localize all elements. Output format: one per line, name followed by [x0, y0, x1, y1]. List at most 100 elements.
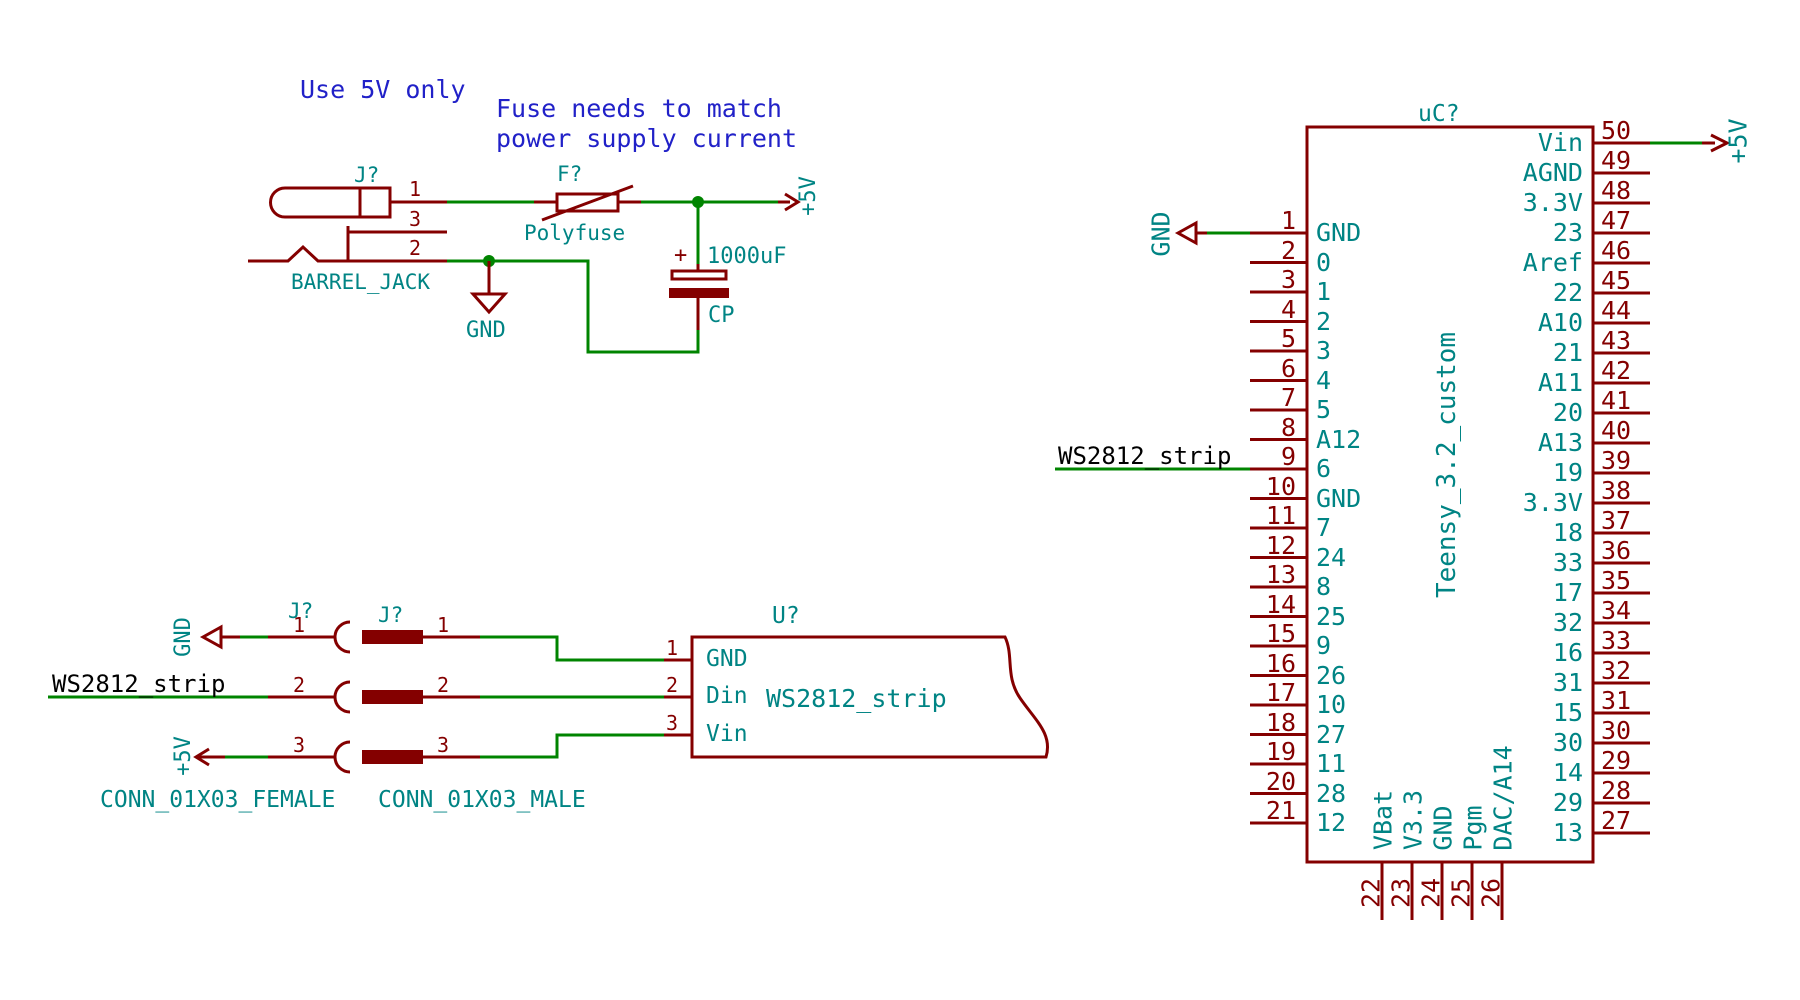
uc-pin-number: 40 [1601, 416, 1632, 445]
p5v-arrow-connector[interactable] [193, 747, 225, 767]
p5v-label-connector[interactable]: +5V [171, 736, 196, 776]
power-wires[interactable] [447, 200, 778, 354]
uc-pin-number: 2 [1280, 235, 1296, 265]
uc-pin-number: 48 [1601, 176, 1632, 205]
uc-pin-number: 12 [1265, 530, 1296, 560]
uc-pin-name: 30 [1552, 728, 1583, 757]
uc-pin-number: 17 [1265, 678, 1296, 707]
uc-pin-name: 21 [1552, 338, 1583, 367]
barrel-jack-symbol[interactable] [248, 186, 447, 263]
female-connector-symbol[interactable] [268, 620, 351, 774]
uc-pin-name: 3 [1316, 336, 1332, 365]
teensy-symbol[interactable] [1055, 125, 1731, 920]
jack-value: BARREL_JACK [291, 270, 431, 294]
gnd-label-connector[interactable]: GND [171, 617, 196, 657]
uc-pin-name: A12 [1316, 424, 1362, 454]
uc-pin-number: 11 [1265, 501, 1296, 530]
uc-pin-number: 35 [1601, 566, 1632, 595]
strip-pin-number: 3 [666, 711, 679, 735]
uc-pin-name: 10 [1316, 690, 1347, 719]
uc-pin-name: 7 [1316, 513, 1332, 542]
female-ref: J? [288, 599, 314, 623]
uc-pin-number: 10 [1265, 471, 1296, 501]
wire[interactable] [447, 259, 700, 354]
uc-pin-number: 14 [1265, 589, 1296, 619]
uc-pin-name: DAC/A14 [1488, 744, 1518, 851]
uc-pin-name: 5 [1316, 395, 1332, 424]
uc-pin-number: 16 [1265, 648, 1296, 678]
p5v-label-top[interactable]: +5V [796, 176, 821, 216]
polyfuse-symbol[interactable] [534, 184, 641, 222]
uc-pin-name: 26 [1316, 660, 1347, 690]
cap-plus-sign: + [674, 243, 688, 268]
uc-pin-name: A10 [1537, 308, 1583, 337]
net-label-ws2812-right[interactable]: WS2812_strip [1058, 442, 1232, 470]
male-pin-number: 1 [437, 613, 450, 637]
fuse-slash [541, 184, 634, 222]
jack-pin-number: 2 [409, 236, 422, 260]
note-use-5v[interactable]: Use 5V only [300, 75, 466, 104]
uc-pin-name: 29 [1552, 788, 1583, 817]
uc-pin-name: AGND [1522, 158, 1583, 187]
uc-pin-number: 46 [1601, 236, 1632, 265]
teensy-wires[interactable] [1055, 141, 1702, 471]
uc-pin-name: 3.3V [1522, 488, 1583, 517]
uc-pin-name: 24 [1316, 542, 1347, 572]
gnd-symbol-power[interactable] [469, 261, 509, 315]
jack-ref: J? [354, 163, 380, 187]
teensy-ref: uC? [1418, 101, 1460, 127]
p5v-symbol-top[interactable] [778, 192, 801, 212]
uc-pin-number: 29 [1601, 746, 1632, 775]
jack-body [269, 186, 392, 219]
uc-pin-number: 6 [1280, 353, 1296, 383]
female-pin-number: 3 [293, 733, 306, 757]
uc-pin-name: 4 [1316, 365, 1332, 395]
uc-pin-name: A11 [1537, 368, 1583, 397]
teensy-pin-stubs [1250, 141, 1650, 920]
uc-pin-number: 15 [1265, 619, 1296, 648]
strip-ref: U? [772, 603, 800, 629]
cap-ref: CP [708, 303, 735, 328]
uc-pin-name: 11 [1316, 749, 1347, 778]
gnd-arrowhead [1174, 220, 1198, 246]
uc-pin-name: 14 [1552, 758, 1583, 787]
note-fuse-line2[interactable]: power supply current [496, 124, 798, 153]
capacitor-symbol[interactable] [669, 264, 729, 330]
uc-pin-name: 2 [1316, 306, 1332, 336]
uc-pin-number: 18 [1265, 707, 1296, 737]
uc-pin-number: 36 [1601, 536, 1632, 565]
gnd-triangle [469, 292, 509, 315]
p5v-arrowhead [1710, 133, 1731, 153]
p5v-label-teensy[interactable]: +5V [1723, 118, 1753, 164]
uc-pin-name: 18 [1552, 518, 1583, 547]
uc-pin-name: A13 [1537, 428, 1583, 457]
gnd-label-power[interactable]: GND [466, 318, 506, 343]
uc-pin-name: GND [1316, 218, 1362, 247]
uc-pin-number: 45 [1601, 266, 1632, 295]
net-label-ws2812-left[interactable]: WS2812_strip [52, 670, 226, 698]
wire[interactable] [480, 733, 664, 759]
wire[interactable] [480, 635, 664, 662]
uc-pin-number: 27 [1601, 806, 1632, 835]
uc-pin-name: Aref [1522, 248, 1583, 277]
strip-pin-name-gnd: GND [706, 646, 748, 672]
ws2812-strip-symbol[interactable] [664, 635, 1049, 759]
uc-pin-name: 28 [1316, 778, 1347, 808]
uc-pin-number: 38 [1601, 476, 1632, 505]
jack-sleeve-pin2 [248, 244, 447, 263]
strip-value: WS2812_strip [766, 684, 947, 713]
uc-pin-number: 42 [1601, 356, 1632, 385]
gnd-arrow-connector[interactable] [199, 624, 240, 650]
male-connector-symbol[interactable] [362, 630, 480, 764]
female-contact [333, 680, 351, 714]
note-fuse-line1[interactable]: Fuse needs to match [496, 94, 782, 123]
connector-wires[interactable] [48, 635, 664, 759]
gnd-label-teensy[interactable]: GND [1146, 211, 1176, 257]
uc-pin-name: 27 [1316, 719, 1347, 749]
uc-pin-number: 32 [1601, 656, 1632, 685]
uc-pin-number: 22 [1356, 877, 1386, 909]
uc-pin-number: 24 [1416, 877, 1446, 909]
strip-pin-number: 2 [666, 673, 679, 697]
uc-pin-number: 49 [1601, 146, 1632, 175]
